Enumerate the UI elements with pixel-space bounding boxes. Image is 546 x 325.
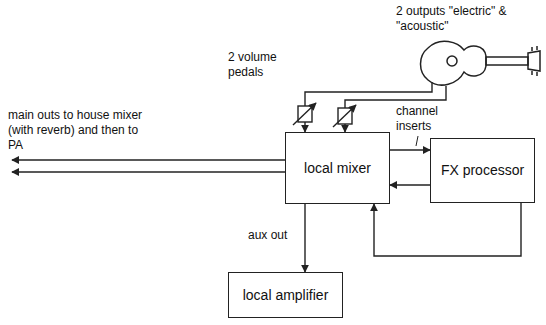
- main-out-arrow: [12, 159, 285, 160]
- main-out-arrow: [12, 171, 285, 172]
- guitar-body: [421, 41, 487, 85]
- leader-line: [416, 136, 418, 146]
- output-note: 2 outputs "electric" & "acoustic": [396, 4, 536, 34]
- signal-connector: [390, 149, 430, 150]
- guitar-neck: [486, 57, 528, 65]
- guitar-headstock: [528, 51, 540, 71]
- signal-connector: [374, 203, 521, 256]
- signal-connector: [390, 184, 430, 185]
- sound-hole: [447, 56, 457, 66]
- insert-note: channel inserts: [396, 104, 454, 134]
- box-label: local mixer: [304, 160, 371, 177]
- fx-processor-box: FX processor: [430, 138, 535, 203]
- main-out-lines: [12, 160, 285, 172]
- amplifier-box: local amplifier: [228, 272, 343, 318]
- pedal-variable-arrow: [333, 105, 356, 127]
- box-label: FX processor: [441, 162, 524, 179]
- pedal-variable-arrow: [293, 103, 316, 125]
- main-out-note: main outs to house mixer (with reverb) a…: [8, 108, 148, 153]
- volume-pedals: [293, 103, 356, 127]
- guitar-drawing: [421, 41, 541, 85]
- signal-connector: [304, 204, 305, 272]
- mixer-box: local mixer: [285, 132, 390, 204]
- tuning-pegs: [532, 46, 537, 76]
- box-label: local amplifier: [243, 287, 329, 304]
- aux-out-note: aux out: [248, 228, 298, 243]
- pedal-note: 2 volume pedals: [228, 50, 300, 80]
